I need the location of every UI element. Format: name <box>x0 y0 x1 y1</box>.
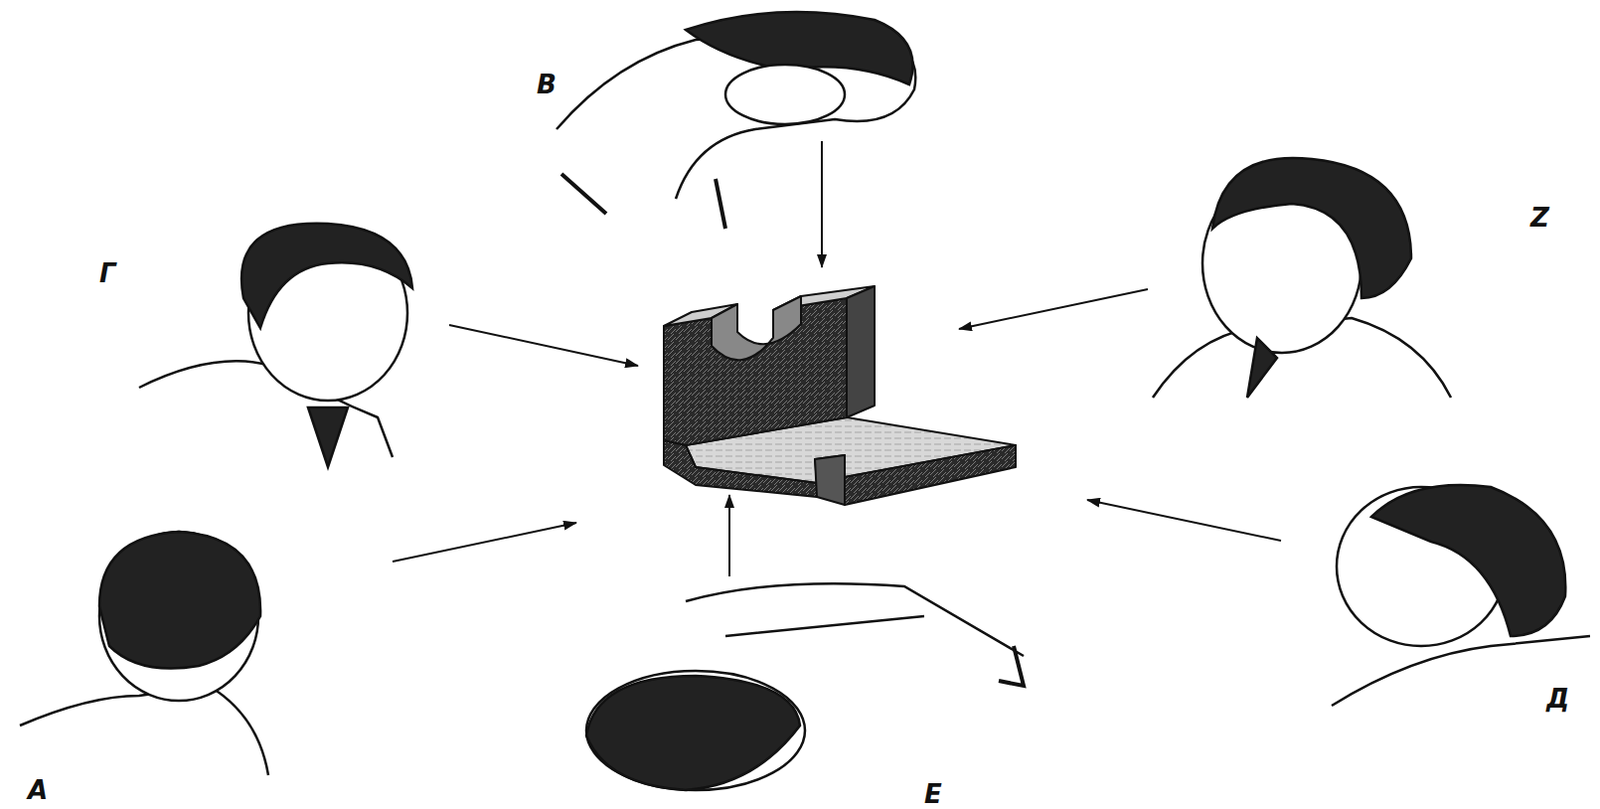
viewer-letter: В <box>536 71 557 98</box>
viewer-letter: A <box>27 777 48 803</box>
viewer-letter: Г <box>99 260 117 287</box>
viewer-letter: Д <box>1546 685 1570 712</box>
machine-part <box>663 286 1016 505</box>
viewer-figures <box>19 11 1591 791</box>
viewer-letter: Z <box>1530 204 1550 231</box>
viewer-letter: Е <box>924 781 943 807</box>
view-arrows <box>392 141 1281 577</box>
